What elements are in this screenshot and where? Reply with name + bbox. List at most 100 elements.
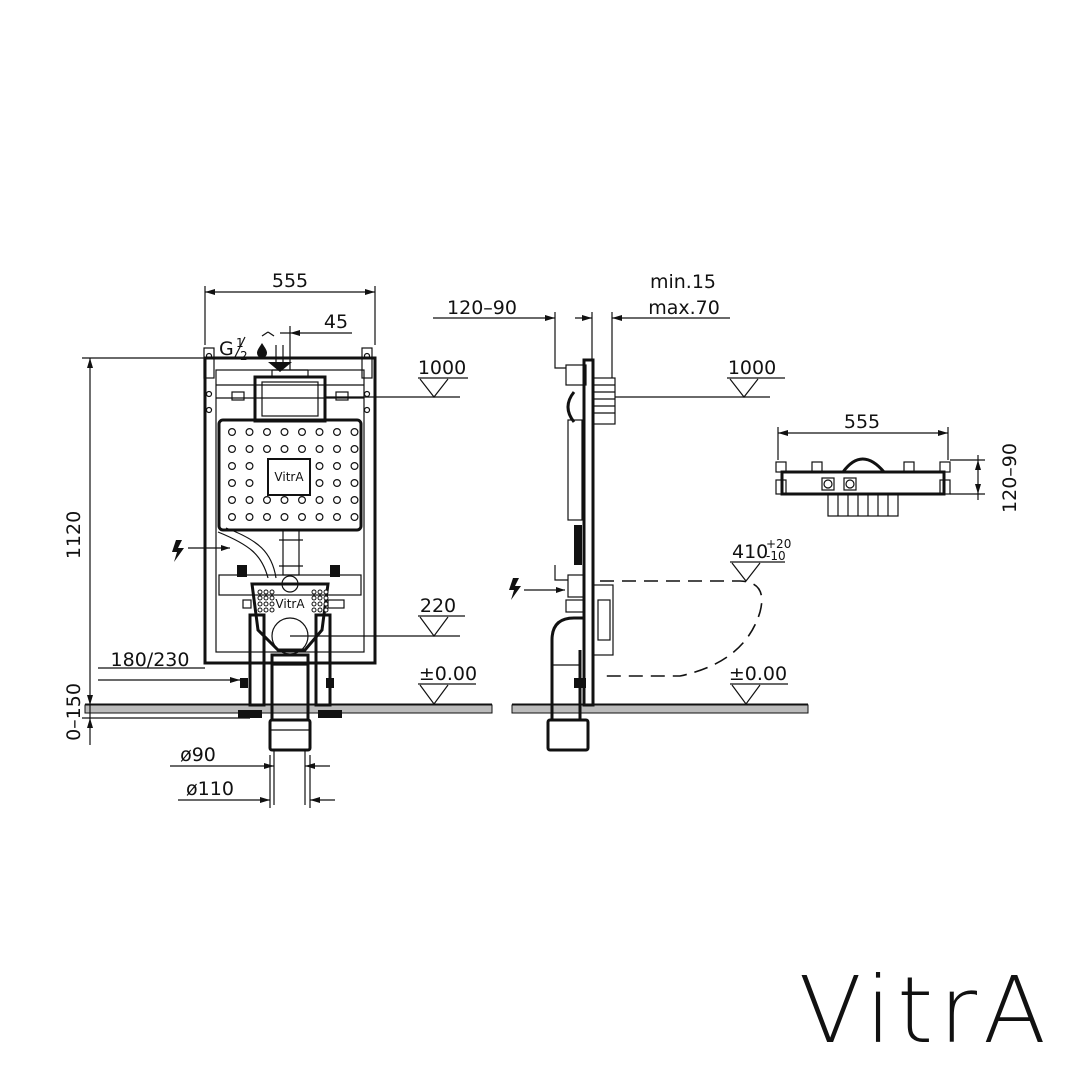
plate-dot xyxy=(298,445,307,454)
depth-label-top: 120–90 xyxy=(999,443,1021,513)
plate-dot xyxy=(333,496,342,505)
floor-adjust-label: 0–150 xyxy=(63,683,85,741)
water-drop-icon xyxy=(257,343,267,358)
plate-dot xyxy=(333,428,342,437)
dim-wall-thickness: min.15 max.70 xyxy=(611,271,730,378)
width-label-top: 555 xyxy=(844,411,880,433)
plate-dot xyxy=(315,479,324,488)
plate-dot xyxy=(315,445,324,454)
floor-level-label-front: ±0.00 xyxy=(419,663,477,685)
plate-dot xyxy=(298,428,307,437)
bracket-dot xyxy=(257,589,263,595)
plate-dot xyxy=(350,512,359,521)
plate-dot xyxy=(315,462,324,471)
bracket-dot xyxy=(311,601,317,607)
power-level-marker: 220 xyxy=(290,595,465,638)
floor-level-marker-side: ±0.00 xyxy=(729,663,788,706)
wall-max-label: max.70 xyxy=(648,297,720,319)
plate-dot xyxy=(263,496,272,505)
bowl-tol-plus: +20 xyxy=(766,537,791,551)
bracket-dot xyxy=(323,607,329,613)
depth-label-side: 120–90 xyxy=(447,297,517,319)
bracket-dot xyxy=(269,607,275,613)
dim-height: 1120 xyxy=(63,357,205,705)
plate-dot xyxy=(245,445,254,454)
plate-dot xyxy=(263,428,272,437)
bracket-dot xyxy=(263,607,269,613)
floor-line-side xyxy=(511,703,809,714)
width-label-front: 555 xyxy=(272,270,308,292)
bracket-dot xyxy=(317,595,323,601)
plate-dot xyxy=(263,445,272,454)
bowl-logo: VitrA xyxy=(275,597,305,611)
inlet-frac-num: 1 xyxy=(236,336,244,350)
electric-icon-side xyxy=(509,578,565,600)
flush-level-marker-side: 1000 xyxy=(615,357,785,398)
dim-width-front: 555 xyxy=(204,270,376,345)
bracket-dot xyxy=(269,589,275,595)
inlet-frac-den: 2 xyxy=(240,349,248,363)
plate-dot xyxy=(333,445,342,454)
wall-min-label: min.15 xyxy=(650,271,716,293)
bracket-dot xyxy=(257,601,263,607)
bracket-dot xyxy=(323,601,329,607)
dim-bracket: 180/230 xyxy=(98,649,240,683)
bracket-dot xyxy=(257,607,263,613)
flush-pipe xyxy=(217,527,303,579)
dim-width-top: 555 xyxy=(777,411,949,460)
flush-level-marker-front: 1000 xyxy=(325,357,468,398)
electric-icon-front xyxy=(172,540,230,562)
bracket-dot xyxy=(263,601,269,607)
bowl-height-marker: 410 +20 -10 xyxy=(730,537,791,582)
cistern-plate: VitrA xyxy=(217,418,363,532)
plate-dot xyxy=(350,445,359,454)
inlet-g-label: G xyxy=(219,338,234,360)
plate-dot xyxy=(228,428,237,437)
height-label: 1120 xyxy=(63,511,85,559)
floor-level-label-side: ±0.00 xyxy=(729,663,787,685)
bracket-dot xyxy=(269,601,275,607)
plate-dot xyxy=(280,512,289,521)
plate-dot xyxy=(315,512,324,521)
plate-dot xyxy=(333,462,342,471)
plate-dot xyxy=(298,496,307,505)
plate-dot xyxy=(298,512,307,521)
water-inlet: G 1 2 xyxy=(219,331,292,372)
plate-dot xyxy=(228,479,237,488)
dim-inlet-offset: 45 xyxy=(280,311,352,370)
plate-dot xyxy=(315,428,324,437)
plate-dot xyxy=(245,496,254,505)
floor-line-front xyxy=(84,703,493,714)
plate-dot xyxy=(228,445,237,454)
flush-level-label-side: 1000 xyxy=(728,357,776,379)
plate-dot xyxy=(350,479,359,488)
plate-dot xyxy=(228,496,237,505)
bracket-dot xyxy=(317,589,323,595)
frame-legs xyxy=(238,613,342,752)
top-view: 555 12 xyxy=(775,411,1021,517)
plate-dot xyxy=(245,512,254,521)
plate-dot xyxy=(315,496,324,505)
plate-dot xyxy=(333,512,342,521)
bowl-height-label: 410 xyxy=(732,541,768,563)
bowl-outline-dashed xyxy=(600,580,763,677)
bracket-label: 180/230 xyxy=(111,649,190,671)
floor-level-marker-front: ±0.00 xyxy=(418,663,477,706)
plate-dot xyxy=(245,479,254,488)
flush-level-label-front: 1000 xyxy=(418,357,466,379)
bracket-dot xyxy=(263,595,269,601)
bracket-dot xyxy=(323,589,329,595)
bracket-dot xyxy=(317,601,323,607)
plate-dot xyxy=(263,512,272,521)
plate-dot xyxy=(333,479,342,488)
bracket-dot xyxy=(311,595,317,601)
frame-profile xyxy=(546,345,616,752)
plate-dot xyxy=(280,496,289,505)
plate-dot xyxy=(245,462,254,471)
plate-dot xyxy=(280,428,289,437)
pipe-d110-label: ø110 xyxy=(186,778,234,800)
bracket-dot xyxy=(311,589,317,595)
power-level-label: 220 xyxy=(420,595,456,617)
bracket-dot xyxy=(263,589,269,595)
